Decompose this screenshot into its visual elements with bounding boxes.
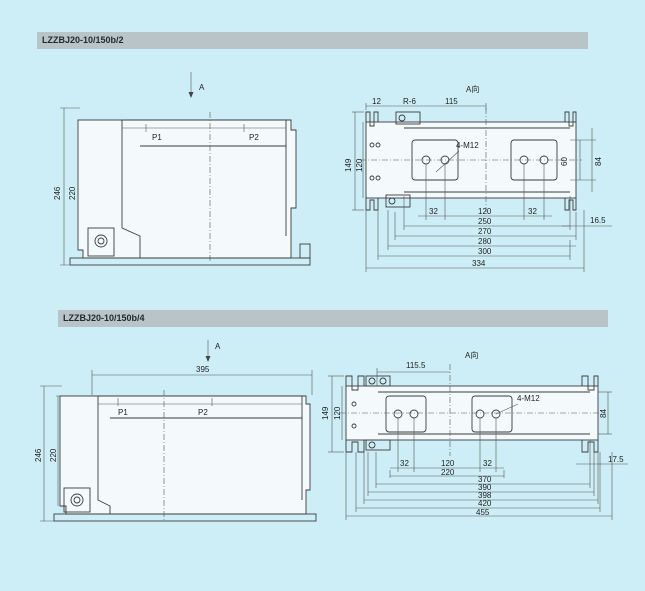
dim-r6-top: R-6 (403, 97, 416, 106)
terminal-p2-bottom: P2 (198, 408, 208, 417)
dim-a220-bottom: 220 (441, 468, 455, 477)
dim-149-bottom: 149 (321, 406, 330, 420)
dim-120-bottom: 120 (333, 406, 342, 420)
view-title-top: A向 (466, 84, 479, 94)
view-title-bottom: A向 (465, 350, 478, 360)
model-title-bar-top: LZZBJ20-10/150b/2 (37, 32, 588, 49)
dim-a32-bottom: 32 (400, 459, 409, 468)
bolt-spec-top: 4-M12 (456, 141, 479, 150)
dim-84-bottom: 84 (599, 409, 608, 418)
dim-115-top: 115 (445, 97, 458, 106)
dim-149-top: 149 (344, 158, 353, 172)
dim-a120-bottom: 120 (441, 459, 455, 468)
dim-300-top: 300 (478, 247, 492, 256)
dim-334-top: 334 (472, 259, 486, 268)
bolt-spec-bottom: 4-M12 (517, 394, 540, 403)
dim-115-5-bottom: 115.5 (406, 361, 426, 370)
view-arrow-label-top: A (199, 83, 205, 92)
dim-height-220-bottom: 220 (49, 448, 58, 462)
dim-60-top: 60 (560, 157, 569, 166)
dim-390-bottom: 390 (478, 483, 492, 492)
dim-84-top: 84 (594, 157, 603, 166)
dim-270-top: 270 (478, 227, 492, 236)
dim-b32-top: 32 (528, 207, 537, 216)
a-view-bottom: A向 4-M12 (321, 350, 628, 520)
dim-455-bottom: 455 (476, 508, 490, 517)
dim-17-5-bottom: 17.5 (608, 455, 624, 464)
dim-height-246-bottom: 246 (34, 448, 43, 462)
view-arrow-label-bottom: A (215, 342, 221, 351)
dim-370-bottom: 370 (478, 475, 492, 484)
dim-height-220-top: 220 (68, 186, 77, 200)
dim-120-top: 120 (355, 158, 364, 172)
side-view-top: A P1 P2 246 2 (53, 72, 311, 266)
dim-420-bottom: 420 (478, 499, 492, 508)
terminal-p1-bottom: P1 (118, 408, 128, 417)
dim-height-246-top: 246 (53, 186, 62, 200)
dim-395-bottom: 395 (196, 365, 210, 374)
model-title-bottom: LZZBJ20-10/150b/4 (63, 313, 145, 323)
dim-398-bottom: 398 (478, 491, 492, 500)
terminal-p1-top: P1 (152, 133, 162, 142)
model-title-bar-bottom: LZZBJ20-10/150b/4 (58, 310, 608, 327)
dim-16-5-top: 16.5 (590, 216, 606, 225)
side-view-bottom: A 395 P1 P2 (34, 340, 317, 522)
dim-a32-top: 32 (429, 207, 438, 216)
dim-a120-top: 120 (478, 207, 492, 216)
dim-12-top: 12 (372, 97, 381, 106)
a-view-top: A向 4 (344, 84, 612, 272)
model-title-top: LZZBJ20-10/150b/2 (42, 35, 124, 45)
dim-250-top: 250 (478, 217, 492, 226)
terminal-p2-top: P2 (249, 133, 259, 142)
dim-280-top: 280 (478, 237, 492, 246)
dim-b32-bottom: 32 (483, 459, 492, 468)
